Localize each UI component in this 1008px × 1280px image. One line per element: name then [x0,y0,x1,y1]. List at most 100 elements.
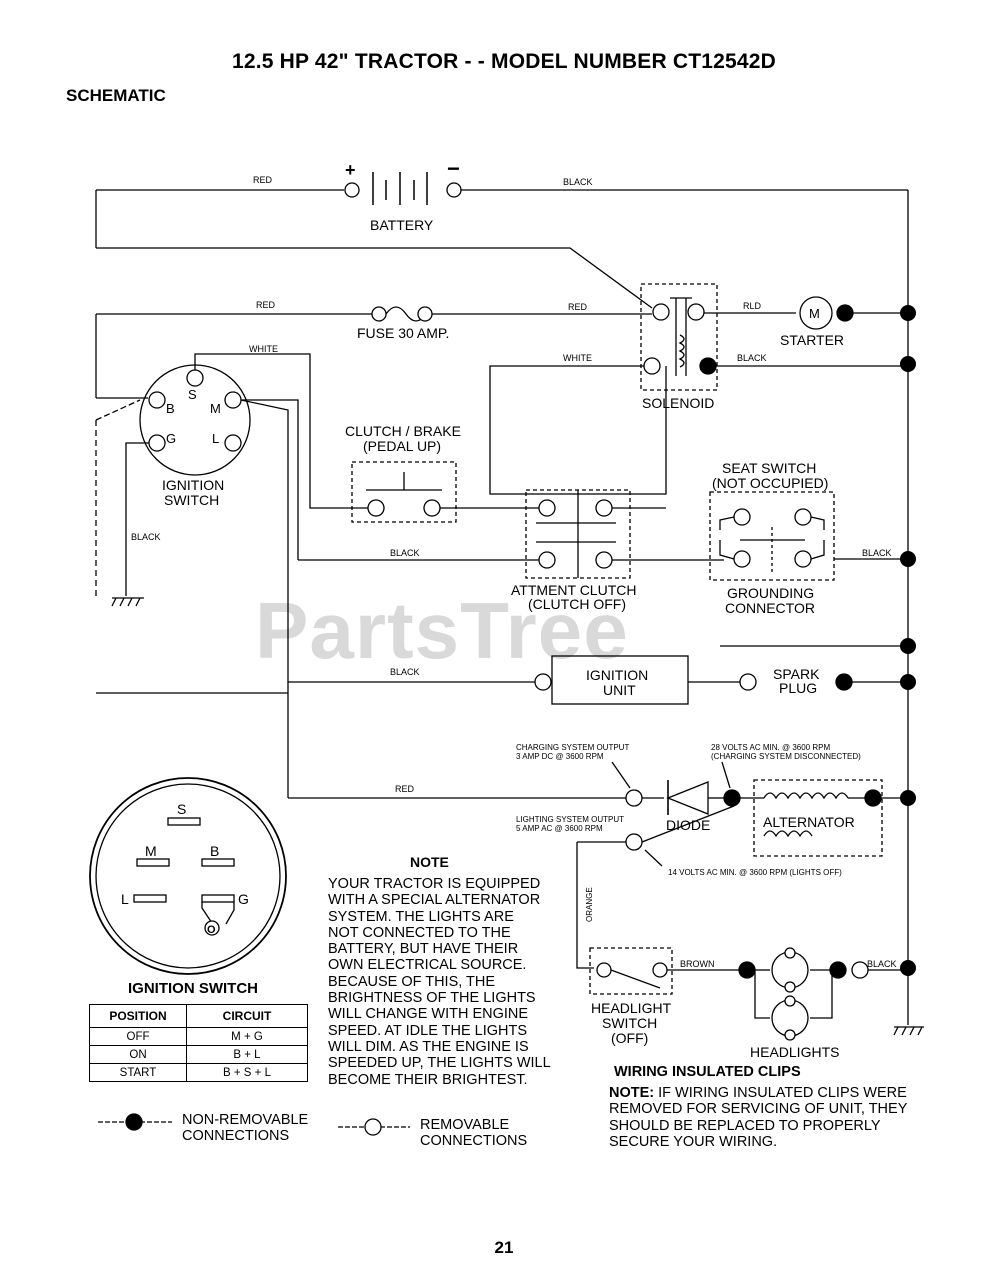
wire-brown-label: BROWN [680,959,715,969]
lighting-output-label-2: 5 AMP AC @ 3600 RPM [516,824,603,833]
grounding-connector-label-1: GROUNDING [727,585,814,601]
ac28-label-2: (CHARGING SYSTEM DISCONNECTED) [711,752,861,761]
starter-label: STARTER [780,332,844,348]
wire-black-label: BLACK [563,177,593,187]
battery-minus-label: − [447,156,460,181]
battery-label: BATTERY [370,217,434,233]
ignition-unit: IGNITION UNIT [534,655,689,705]
ignition-unit-label-2: UNIT [603,682,636,698]
table-cell: ON [89,1045,187,1064]
lighting-output-label-1: LIGHTING SYSTEM OUTPUT [516,815,624,824]
legend-nonremovable-label: NON-REMOVABLE CONNECTIONS [182,1112,309,1144]
legend-removable [338,1118,410,1136]
face-s-label: S [177,801,186,817]
diode-label: DIODE [666,817,710,833]
table-row: OFF M + G [89,1027,308,1046]
face-l-label: L [121,891,129,907]
seat-switch-label-2: (NOT OCCUPIED) [712,475,828,491]
table-row: START B + S + L [89,1063,308,1082]
table-cell: OFF [89,1027,187,1046]
wire-red-label-2: RED [256,300,276,310]
attment-clutch-label-1: ATTMENT CLUTCH [511,582,636,598]
face-m-label: M [145,843,157,859]
table-header-circuit: CIRCUIT [186,1004,308,1028]
wiring-clips-note: NOTE: IF WIRING INSULATED CLIPS WERE REM… [609,1085,939,1150]
ignition-switch: S B M G L IGNITION SWITCH [139,364,251,508]
headlight-switch: HEADLIGHT SWITCH (OFF) [589,947,673,1046]
note-heading: NOTE [410,854,449,870]
clutch-brake-label-1: CLUTCH / BRAKE [345,423,461,439]
seat-switch-label-1: SEAT SWITCH [722,460,816,476]
ignition-switch-label-1: IGNITION [162,477,224,493]
charging-output-label-2: 3 AMP DC @ 3600 RPM [516,752,604,761]
wire-black-label-3: BLACK [131,532,161,542]
wire-red-label-3: RED [568,302,588,312]
legend-removable-label: REMOVABLE CONNECTIONS [420,1117,528,1149]
legend-nonremovable [98,1113,172,1131]
wire-red-label-4: RED [395,784,415,794]
ac28-label-1: 28 VOLTS AC MIN. @ 3600 RPM [711,743,830,752]
fuse-label: FUSE 30 AMP. [357,325,449,341]
table-cell: START [89,1063,187,1082]
wiring-clips-note-label: NOTE: [609,1085,655,1101]
battery: + − BATTERY RED BLACK [96,156,908,233]
grounding-connector-label-2: CONNECTOR [725,600,815,616]
wire-black-label-7: BLACK [867,959,897,969]
battery-plus-label: + [345,160,356,180]
attachment-clutch-switch: ATTMENT CLUTCH (CLUTCH OFF) [511,489,636,612]
ignition-unit-label-1: IGNITION [586,667,648,683]
note-body: YOUR TRACTOR IS EQUIPPED WITH A SPECIAL … [328,876,551,1088]
attment-clutch-label-2: (CLUTCH OFF) [528,596,626,612]
headlight-switch-label-2: SWITCH [602,1015,657,1031]
wire-black-label-6: BLACK [390,667,420,677]
wiring-clips-heading: WIRING INSULATED CLIPS [614,1064,801,1080]
wire-rld-label: RLD [743,301,762,311]
wire-black-label-5: BLACK [862,548,892,558]
table-cell: M + G [186,1027,308,1046]
headlight-switch-label-3: (OFF) [611,1030,648,1046]
wire-white-label: WHITE [249,344,278,354]
terminal-g-label: G [166,431,176,446]
page-number: 21 [494,1238,514,1257]
clutch-brake-switch: CLUTCH / BRAKE (PEDAL UP) [345,423,461,523]
ac14-label: 14 VOLTS AC MIN. @ 3600 RPM (LIGHTS OFF) [668,868,842,877]
table-cell: B + L [186,1045,308,1064]
table-row: ON B + L [89,1045,308,1064]
headlight-switch-label-1: HEADLIGHT [591,1000,672,1016]
seat-switch: SEAT SWITCH (NOT OCCUPIED) GROUNDING CON… [709,460,835,616]
terminal-l-label: L [212,431,219,446]
wire-orange-label: ORANGE [585,887,594,922]
solenoid-label: SOLENOID [642,395,714,411]
headlights: HEADLIGHTS [750,947,839,1060]
wire-red-label: RED [253,175,273,185]
face-b-label: B [210,843,219,859]
solenoid: SOLENOID [640,283,718,411]
diode: DIODE [666,780,710,833]
wire-black-label-2: BLACK [737,353,767,363]
starter: M STARTER [780,296,854,348]
alternator-label: ALTERNATOR [763,814,855,830]
ignition-switch-face: S M B L G O [89,777,287,975]
charging-output-label-1: CHARGING SYSTEM OUTPUT [516,743,629,752]
headlights-label: HEADLIGHTS [750,1044,839,1060]
alternator: ALTERNATOR [753,779,883,857]
page-title: 12.5 HP 42" TRACTOR - - MODEL NUMBER CT1… [231,50,777,73]
face-g-label: G [238,891,249,907]
ignition-switch-title: IGNITION SWITCH [128,980,258,997]
spark-plug-label-1: SPARK [773,666,820,682]
terminal-b-label: B [166,401,175,416]
ignition-switch-label-2: SWITCH [164,492,219,508]
wire-black-label-4: BLACK [390,548,420,558]
spark-plug-label-2: PLUG [779,680,817,696]
ignition-position-table: POSITION CIRCUIT OFF M + G ON B + L STAR… [89,1004,308,1082]
table-header-position: POSITION [89,1004,187,1028]
terminal-s-label: S [188,387,197,402]
wire-white-label-2: WHITE [563,353,592,363]
section-title: SCHEMATIC [66,86,166,105]
starter-m-label: M [809,306,820,321]
watermark: PartsTree [255,586,629,675]
terminal-m-label: M [210,401,221,416]
clutch-brake-label-2: (PEDAL UP) [363,438,441,454]
face-o-label: O [207,924,216,936]
